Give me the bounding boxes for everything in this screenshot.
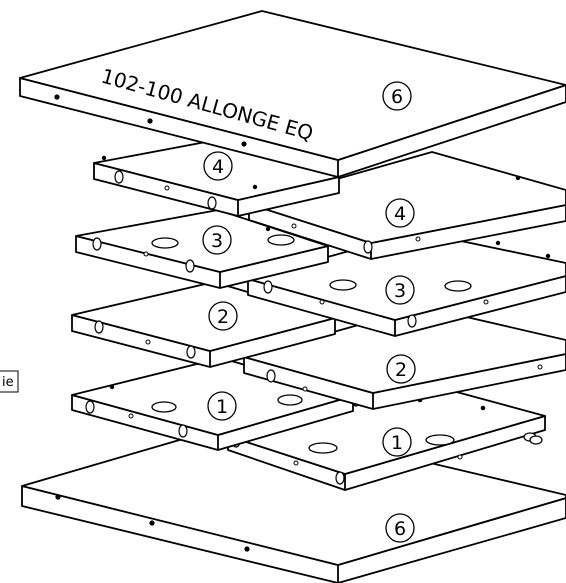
left-shelf-1-number: 1 [216, 396, 228, 418]
right-shelf-1-number: 1 [391, 432, 403, 454]
right-shelf-2-label: 2 [386, 354, 416, 384]
top-panel [19, 10, 566, 178]
left-shelf-2-label: 2 [208, 301, 238, 331]
top-panel-number: 6 [391, 86, 403, 108]
left-shelf-4-label: 4 [203, 151, 233, 181]
right-shelf-3-label: 3 [385, 275, 415, 305]
right-shelf-1-label: 1 [382, 427, 412, 457]
frame-label-text: ie [2, 375, 14, 390]
left-shelf-3-label: 3 [202, 225, 232, 255]
right-shelf-1 [227, 380, 546, 491]
left-shelf-1-label: 1 [207, 391, 237, 421]
left-shelf-2-number: 2 [217, 306, 229, 328]
top-panel-label: 6 [382, 81, 412, 111]
left-shelf-3-number: 3 [211, 230, 223, 252]
right-shelf-4-number: 4 [394, 203, 406, 225]
frame-label: ie [0, 370, 19, 393]
right-shelf-2-number: 2 [395, 359, 407, 381]
left-shelf-4-number: 4 [212, 156, 224, 178]
right-shelf-3-number: 3 [394, 280, 406, 302]
right-shelf-4-label: 4 [385, 198, 415, 228]
bottom-panel-label: 6 [385, 513, 415, 543]
right-shelf-3 [247, 231, 566, 337]
bottom-panel-number: 6 [394, 518, 406, 540]
right-shelf-4 [248, 151, 566, 260]
